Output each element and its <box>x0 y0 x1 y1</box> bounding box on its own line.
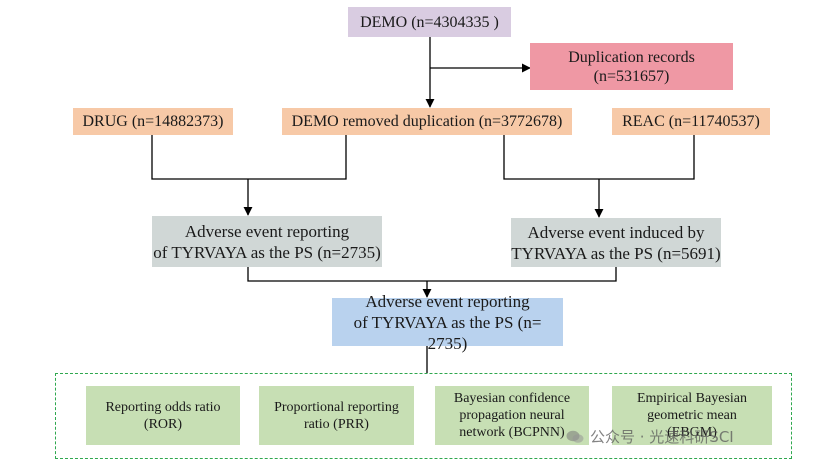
demo-removed-duplication-node: DEMO removed duplication (n=3772678) <box>282 108 572 135</box>
methods-dashed-container <box>55 373 792 459</box>
demo-node: DEMO (n=4304335 ) <box>348 7 511 37</box>
demo-removed-duplication-label: DEMO removed duplication (n=3772678) <box>291 113 563 130</box>
duplication-records-node: Duplication records (n=531657) <box>530 43 733 90</box>
reac-node: REAC (n=11740537) <box>612 108 770 135</box>
connector-bottom-merge <box>247 266 617 282</box>
method-ror: Reporting odds ratio (ROR) <box>86 386 240 445</box>
wechat-icon <box>566 430 584 444</box>
method-ebgm: Empirical Bayesian geometric mean (EBGM) <box>612 386 772 445</box>
ae-reporting-node: Adverse event reporting of TYRVAYA as th… <box>152 216 382 267</box>
method-ebgm-label: Empirical Bayesian geometric mean (EBGM) <box>636 391 748 440</box>
method-prr-label: Proportional reporting ratio (PRR) <box>274 399 399 432</box>
method-prr: Proportional reporting ratio (PRR) <box>259 386 414 445</box>
ae-induced-label: Adverse event induced by TYRVAYA as the … <box>511 222 721 263</box>
method-ror-label: Reporting odds ratio (ROR) <box>105 399 221 432</box>
ae-induced-node: Adverse event induced by TYRVAYA as the … <box>511 218 721 267</box>
connector-reac-merge <box>503 134 695 180</box>
reac-node-label: REAC (n=11740537) <box>622 113 760 130</box>
ae-final-label: Adverse event reporting of TYRVAYA as th… <box>353 291 542 353</box>
method-bcpnn-label: Bayesian confidence propagation neural n… <box>453 391 571 440</box>
demo-node-label: DEMO (n=4304335 ) <box>360 13 499 31</box>
method-bcpnn: Bayesian confidence propagation neural n… <box>435 386 589 445</box>
drug-node: DRUG (n=14882373) <box>73 108 233 135</box>
duplication-records-label: Duplication records (n=531657) <box>568 48 695 85</box>
watermark-text: 公众号 · 光速科研SCI <box>590 428 734 446</box>
watermark: 公众号 · 光速科研SCI <box>566 426 734 447</box>
drug-node-label: DRUG (n=14882373) <box>82 113 224 130</box>
ae-final-node: Adverse event reporting of TYRVAYA as th… <box>332 292 563 353</box>
ae-reporting-label: Adverse event reporting of TYRVAYA as th… <box>153 221 381 262</box>
connector-drug-merge <box>151 134 347 180</box>
